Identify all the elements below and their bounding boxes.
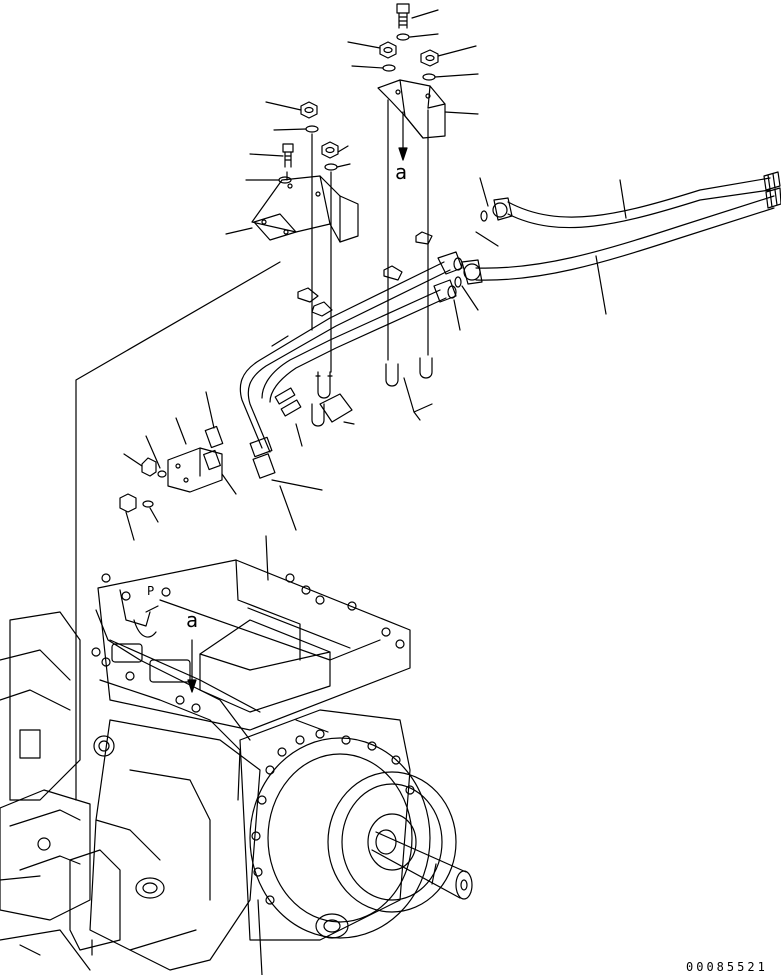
drawing-number: 00085521 bbox=[686, 960, 768, 974]
washer-left bbox=[383, 65, 395, 71]
u-bolt-1 bbox=[316, 372, 332, 398]
clamp-plate-1 bbox=[320, 394, 352, 422]
pipe-clamps bbox=[298, 232, 498, 316]
cover-bolts bbox=[92, 574, 404, 712]
bracket-upper-right bbox=[378, 80, 445, 138]
fitting-cluster bbox=[275, 388, 302, 446]
clamp-3 bbox=[298, 288, 318, 302]
clamp-1 bbox=[416, 232, 432, 244]
middle-bracket-assembly bbox=[226, 102, 358, 372]
bolt-top bbox=[397, 4, 409, 28]
assembly-lines bbox=[76, 262, 280, 800]
output-shaft bbox=[372, 832, 472, 899]
connector-1 bbox=[275, 388, 295, 404]
nut-mid-top bbox=[301, 102, 317, 118]
hose-fitting-upper-right bbox=[764, 172, 780, 190]
u-bolt-2 bbox=[312, 404, 324, 426]
callout-p-mark: P bbox=[147, 584, 155, 598]
washer-right bbox=[423, 74, 435, 80]
washer-mid-top bbox=[306, 126, 318, 132]
u-bolt-3 bbox=[386, 364, 398, 386]
nut-block-1 bbox=[142, 458, 156, 476]
tube-end-fitting-1 bbox=[438, 252, 462, 274]
bolt-mid bbox=[283, 144, 293, 167]
upper-right-bracket-assembly bbox=[348, 4, 478, 360]
coupling-disk-outer bbox=[328, 772, 456, 912]
clamp-4 bbox=[312, 302, 332, 316]
left-block-assembly bbox=[120, 392, 236, 540]
washer-top bbox=[397, 34, 409, 40]
tube-end-fitting-3 bbox=[250, 437, 275, 478]
hose-fitting-lower-right bbox=[766, 188, 781, 208]
rigid-tubes bbox=[240, 252, 462, 530]
clamp-2 bbox=[384, 266, 402, 280]
callout-a-lower: a bbox=[186, 608, 199, 632]
hydraulic-hoses bbox=[455, 172, 781, 314]
transmission-housing bbox=[0, 560, 472, 975]
washer-mid-right bbox=[325, 164, 337, 170]
nut-block-2 bbox=[120, 494, 136, 512]
nut-left bbox=[380, 42, 396, 58]
nut-right bbox=[421, 50, 438, 66]
connector-2 bbox=[281, 400, 301, 416]
nut-mid-right bbox=[322, 142, 338, 158]
bracket-middle bbox=[252, 176, 358, 242]
hose-fitting-lower-left bbox=[455, 260, 482, 287]
u-bolts bbox=[312, 358, 432, 426]
flange-bolts bbox=[252, 730, 414, 904]
callout-a-upper: a bbox=[395, 160, 408, 184]
u-bolt-4 bbox=[420, 358, 432, 378]
tube-end-fitting-2 bbox=[434, 280, 456, 302]
hose-fitting-upper-left bbox=[481, 198, 512, 221]
